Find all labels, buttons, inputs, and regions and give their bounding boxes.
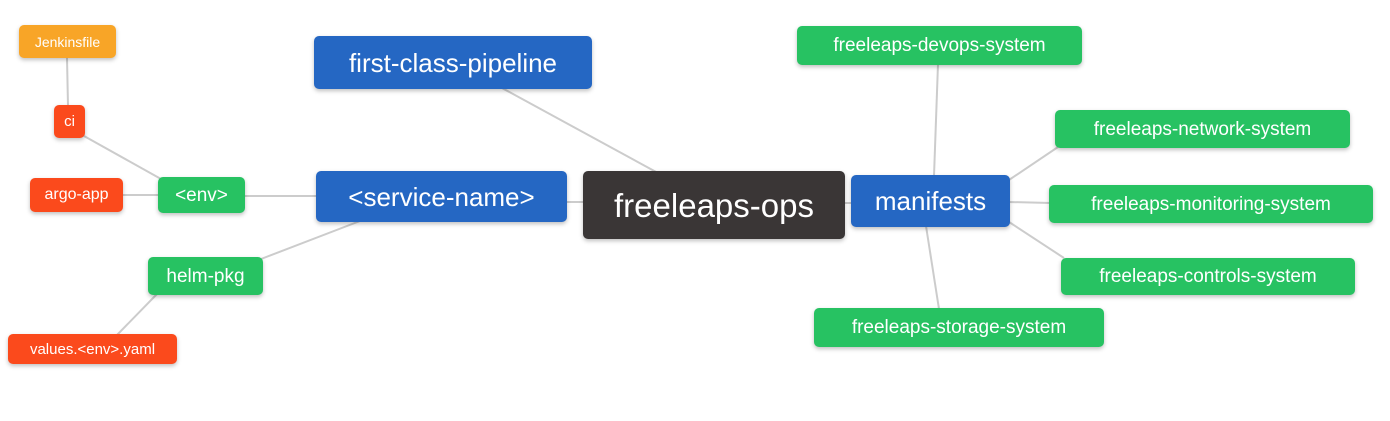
edge-first-class-pipeline-freeleaps-ops [501, 87, 659, 174]
node-service-name[interactable]: <service-name> [316, 171, 567, 222]
edge-ci-env [83, 135, 162, 180]
edge-jenkinsfile-ci [66, 57, 69, 107]
node-freeleaps-monitoring-system[interactable]: freeleaps-monitoring-system [1049, 185, 1373, 223]
node-helm-pkg[interactable]: helm-pkg [148, 257, 263, 295]
node-freeleaps-network-system[interactable]: freeleaps-network-system [1055, 110, 1350, 148]
node-freeleaps-storage-system[interactable]: freeleaps-storage-system [814, 308, 1104, 347]
node-manifests[interactable]: manifests [851, 175, 1010, 227]
edge-manifests-controls-system [1005, 219, 1065, 259]
node-ci[interactable]: ci [54, 105, 85, 138]
node-env[interactable]: <env> [158, 177, 245, 213]
node-jenkinsfile[interactable]: Jenkinsfile [19, 25, 116, 58]
node-first-class-pipeline[interactable]: first-class-pipeline [314, 36, 592, 89]
edge-manifests-storage-system [925, 225, 940, 310]
edge-service-name-helm-pkg [260, 220, 361, 260]
node-freeleaps-controls-system[interactable]: freeleaps-controls-system [1061, 258, 1355, 295]
edge-helm-pkg-values-env-yaml [116, 293, 158, 336]
edge-manifests-network-system [1005, 146, 1059, 183]
edge-manifests-monitoring-system [1007, 201, 1052, 204]
node-argo-app[interactable]: argo-app [30, 178, 123, 212]
node-values-env-yaml[interactable]: values.<env>.yaml [8, 334, 177, 364]
node-freeleaps-ops[interactable]: freeleaps-ops [583, 171, 845, 239]
edge-manifests-devops-system [933, 63, 939, 177]
node-freeleaps-devops-system[interactable]: freeleaps-devops-system [797, 26, 1082, 65]
